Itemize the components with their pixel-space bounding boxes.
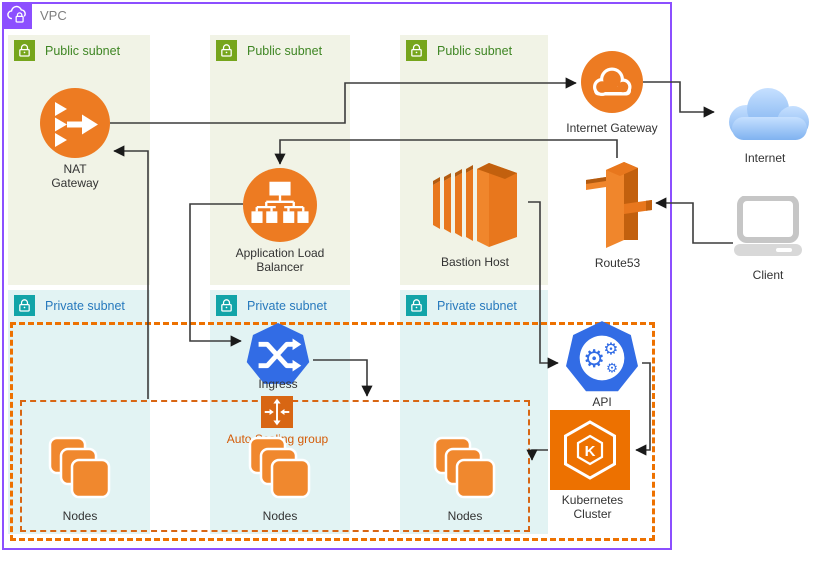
- server-stack-icon: [425, 155, 530, 255]
- kubernetes-ingress-icon: [245, 322, 311, 393]
- svg-text:K: K: [585, 443, 596, 460]
- lock-icon: [406, 295, 427, 316]
- client-label: Client: [752, 268, 784, 282]
- nat-gateway-label: NAT Gateway: [51, 162, 99, 191]
- internet-gateway-label: Internet Gateway: [566, 121, 658, 135]
- svg-text:⚙: ⚙: [583, 344, 605, 373]
- laptop-icon: [730, 195, 806, 265]
- instance-stack-icon: [48, 436, 112, 505]
- vpc-label: VPC: [40, 8, 67, 23]
- instance-stack-icon: [248, 436, 312, 505]
- lock-icon: [406, 40, 427, 61]
- nodes-label: Nodes: [447, 509, 483, 523]
- subnet-label: Private subnet: [247, 298, 327, 313]
- route53-icon: [580, 156, 656, 257]
- nodes-label: Nodes: [262, 509, 298, 523]
- route53-label: Route53: [594, 256, 641, 270]
- api-label: API: [592, 395, 612, 409]
- public-subnet-1: Public subnet: [8, 35, 150, 285]
- subnet-label: Public subnet: [247, 43, 323, 58]
- vpc-container: [2, 2, 672, 550]
- subnet-label: Private subnet: [437, 298, 517, 313]
- subnet-label: Public subnet: [45, 43, 121, 58]
- ingress-label: Ingress: [258, 377, 298, 391]
- instance-stack-icon: [433, 436, 497, 505]
- cluster-boundary: [10, 322, 655, 541]
- lock-icon: [14, 295, 35, 316]
- bastion-host-label: Bastion Host: [440, 255, 510, 269]
- svg-text:⚙: ⚙: [606, 362, 618, 377]
- load-balancer-label: Application Load Balancer: [235, 246, 325, 275]
- eks-hexagon-k-icon: K: [550, 410, 630, 495]
- lock-icon: [216, 295, 237, 316]
- svg-text:⚙: ⚙: [603, 339, 618, 359]
- auto-scaling-icon: [261, 396, 293, 428]
- subnet-label: Public subnet: [437, 43, 513, 58]
- load-balancer-icon: [243, 168, 317, 242]
- lock-icon: [216, 40, 237, 61]
- subnet-label: Private subnet: [45, 298, 125, 313]
- kubernetes-cluster-label: Kubernetes Cluster: [561, 493, 624, 522]
- nodes-label: Nodes: [62, 509, 98, 523]
- vpc-cloud-icon: [2, 2, 32, 29]
- internet-label: Internet: [744, 151, 786, 165]
- internet-gateway-cloud-icon: [581, 51, 643, 113]
- nat-gateway-icon: [40, 88, 110, 158]
- cloud-icon: [718, 84, 813, 151]
- kubernetes-api-icon: ⚙ ⚙ ⚙: [562, 320, 642, 401]
- lock-icon: [14, 40, 35, 61]
